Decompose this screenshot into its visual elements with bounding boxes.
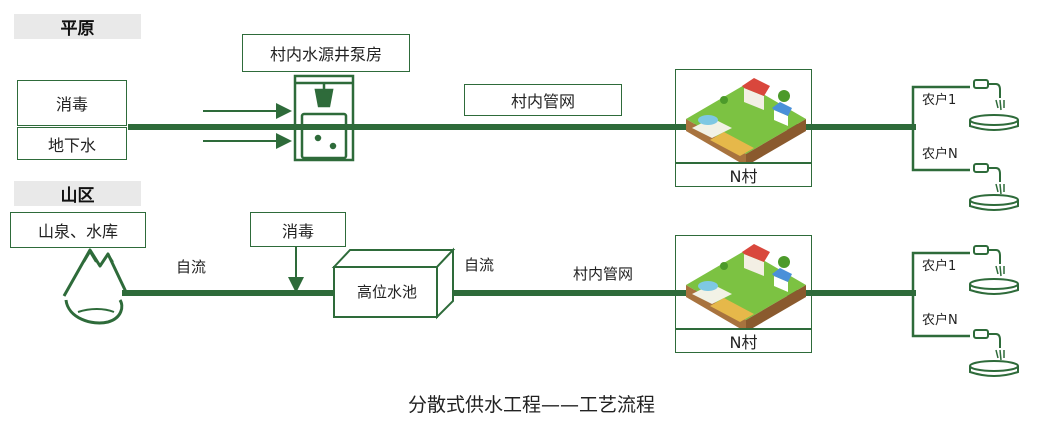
faucet-icon-mountain-1 [969, 245, 1019, 295]
plain-groundwater-box: 地下水 [17, 127, 127, 160]
flow-label-2: 自流 [464, 256, 495, 274]
mountain-icon [62, 248, 128, 325]
plain-disinfect-box: 消毒 [17, 80, 127, 126]
section-tag-mountain: 山区 [14, 181, 141, 206]
plain-farmer-n-label: 农户N [922, 147, 958, 162]
plain-pipe-net-box: 村内管网 [464, 84, 622, 116]
flow-label-1: 自流 [176, 258, 207, 276]
mountain-source-box: 山泉、水库 [10, 212, 146, 248]
mountain-disinfect-box: 消毒 [250, 212, 346, 247]
mountain-pipe-net-label: 村内管网 [573, 265, 634, 283]
plain-village-label: N村 [675, 163, 812, 187]
pump-house-icon [293, 74, 355, 162]
pump-house-label-box: 村内水源井泵房 [242, 34, 410, 72]
plain-village-frame [675, 69, 812, 163]
plain-branch [911, 85, 970, 172]
section-tag-plain: 平原 [14, 14, 141, 39]
mountain-village-frame [675, 235, 812, 329]
faucet-icon-plain-1 [969, 79, 1019, 131]
plain-farmer-1-label: 农户1 [922, 93, 957, 108]
mountain-farmer-1-label: 农户1 [922, 259, 957, 274]
village-illustration-plain [686, 78, 806, 166]
mountain-village-label: N村 [675, 329, 812, 353]
mountain-branch [911, 251, 970, 338]
high-tank-icon [331, 247, 456, 320]
mountain-farmer-n-label: 农户N [922, 313, 958, 328]
tank-label: 高位水池 [357, 283, 418, 301]
faucet-icon-mountain-n [969, 329, 1019, 377]
village-illustration-mountain [686, 244, 806, 332]
faucet-icon-plain-n [969, 163, 1019, 211]
diagram-caption: 分散式供水工程——工艺流程 [408, 394, 656, 416]
